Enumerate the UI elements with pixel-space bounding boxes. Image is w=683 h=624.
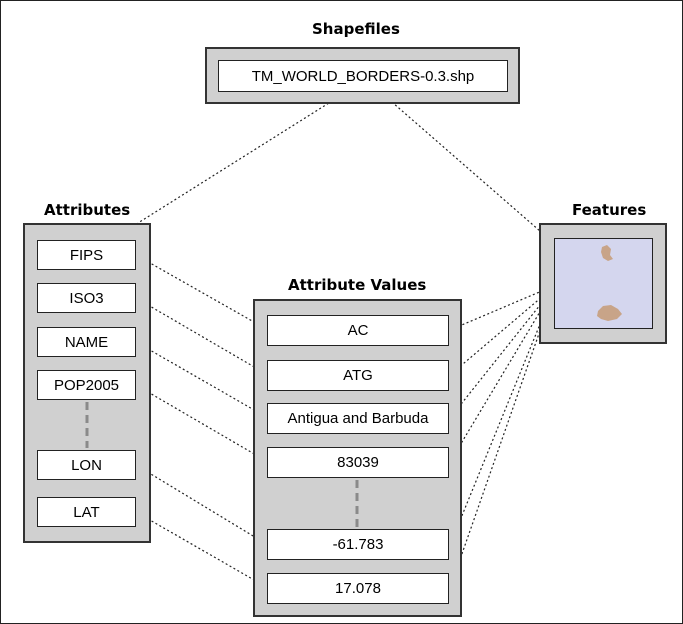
shapefiles-heading: Shapefiles — [312, 20, 400, 38]
connector-fips-ac — [135, 254, 269, 331]
value-ac: AC — [267, 315, 449, 346]
value-name: Antigua and Barbuda — [267, 403, 449, 434]
attribute-lon: LON — [37, 450, 136, 480]
shapefile-name: TM_WORLD_BORDERS-0.3.shp — [218, 60, 508, 92]
connector-iso3-atg — [135, 297, 269, 376]
connector-name-features — [449, 284, 557, 419]
connector-lat-value — [135, 511, 269, 589]
features-map — [554, 238, 653, 329]
connector-name-value — [135, 341, 269, 419]
value-atg: ATG — [267, 360, 449, 391]
connector-lon-features — [449, 284, 557, 546]
connector-lon-value — [135, 464, 269, 546]
connector-pop-features — [449, 284, 557, 463]
connector-atg-features — [449, 284, 557, 376]
attribute-values-heading: Attribute Values — [288, 276, 427, 294]
feature-islands — [597, 245, 622, 321]
attributes-gap-dash — [85, 402, 89, 448]
attributes-heading: Attributes — [44, 201, 131, 219]
attribute-lat: LAT — [37, 497, 136, 527]
value-lat: 17.078 — [267, 573, 449, 604]
values-gap-dash — [355, 480, 359, 528]
attribute-pop2005: POP2005 — [37, 370, 136, 400]
attribute-fips: FIPS — [37, 240, 136, 270]
features-heading: Features — [572, 201, 647, 219]
feature-island-antigua — [597, 305, 622, 321]
attribute-name: NAME — [37, 327, 136, 357]
attribute-iso3: ISO3 — [37, 283, 136, 313]
feature-island-barbuda — [601, 245, 613, 261]
connector-ac-features — [449, 284, 557, 331]
value-lon: -61.783 — [267, 529, 449, 560]
connector-shapefile-attributes — [137, 95, 341, 224]
connector-shapefile-features — [384, 95, 549, 239]
value-pop2005: 83039 — [267, 447, 449, 478]
connector-pop2005-value — [135, 384, 269, 463]
